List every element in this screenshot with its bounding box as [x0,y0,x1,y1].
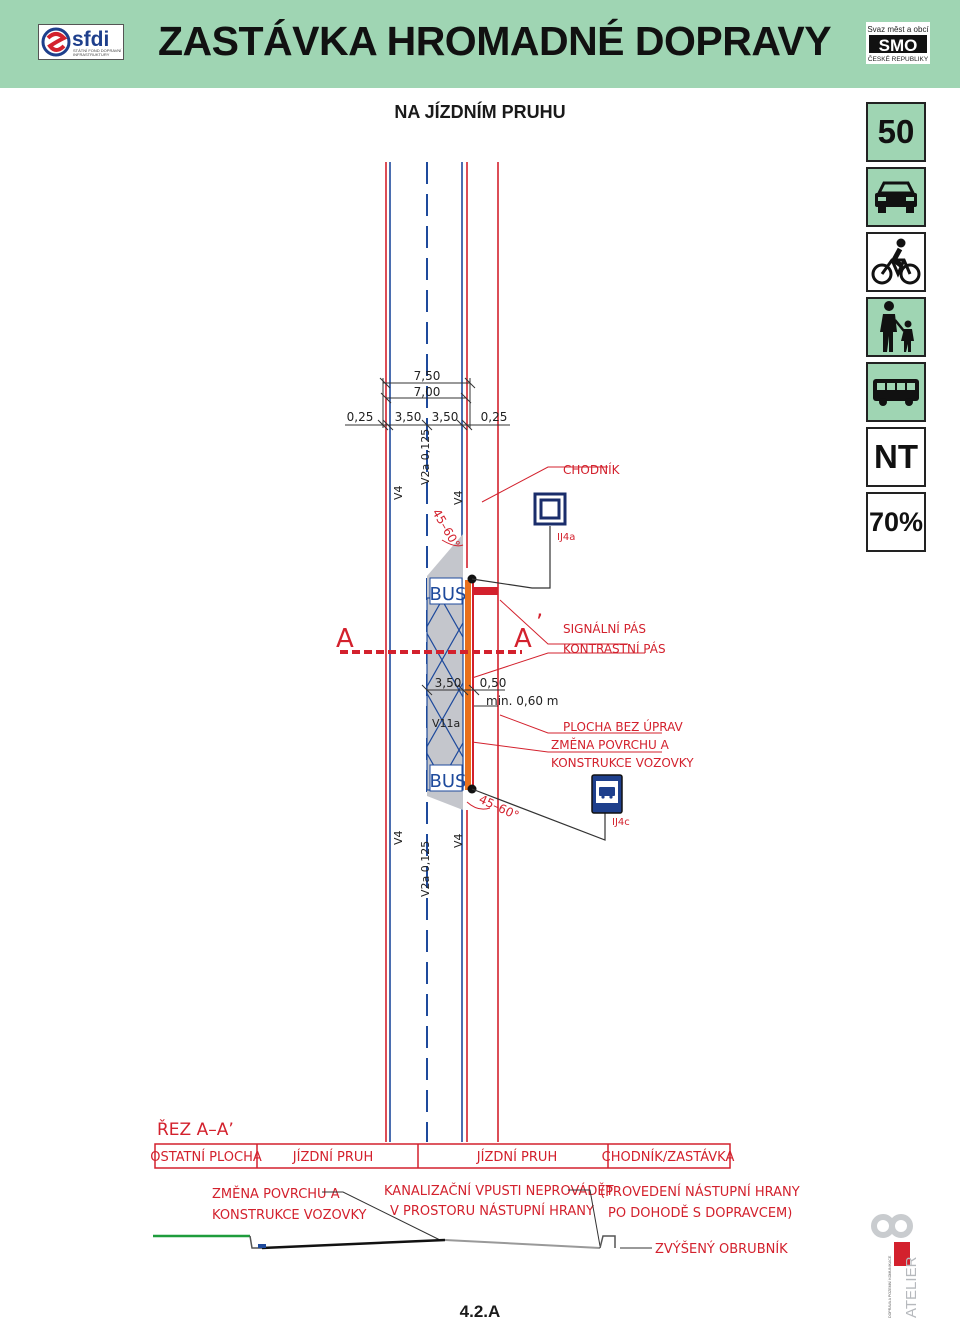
atelier-subtext: DOPRAVA A POZEMNÍ KOMUNIKACE [888,1255,892,1318]
sidebar-pictograms: 50 [866,102,930,557]
dim-edge-right: 0,25 [481,410,508,424]
label-signalni: SIGNÁLNÍ PÁS [563,621,646,636]
bus-marking-top: BUS [430,584,467,605]
page-title: ZASTÁVKA HROMADNÉ DOPRAVY [158,18,832,64]
mark-v4-left-bottom: V4 [392,830,405,845]
bus-bay-hatching [426,597,464,791]
dimension-lines [345,377,510,431]
section-header-table [154,1143,731,1169]
bus-marking-bottom-bg [429,764,463,792]
dim-platform: 0,50 [480,676,507,690]
sfdi-logo: sfdi STÁTNÍ FOND DOPRAVNÍ INFRASTRUKTURY [38,24,124,60]
speed-limit-value: 50 [877,113,915,150]
section-col-pruh-1: JÍZDNÍ PRUH [292,1149,373,1165]
note-zmena-1: ZMĚNA POVRCHU A [212,1186,340,1202]
signal-strip [473,587,498,595]
bus-marking-top-bg [429,577,463,605]
note-kanal-1: KANALIZAČNÍ VPUSTI NEPROVÁDĚT [384,1183,614,1199]
mark-v4-right-top: V4 [452,490,465,505]
smo-logo-bottom: ČESKÉ REPUBLIKY [868,54,929,63]
car-icon [875,181,917,213]
dim-total-inner: 7,00 [414,385,441,399]
sign-ij4a-label: IJ4a [557,532,575,543]
dim-total-outer: 7,50 [414,369,441,383]
nt-box: NT [866,427,926,487]
section-title: ŘEZ A–A’ [157,1118,234,1140]
label-zmena-2: KONSTRUKCE VOZOVKY [551,756,694,770]
note-obrubnik: ZVÝŠENÝ OBRUBNÍK [655,1241,788,1257]
atelier-text: ATELIER [903,1256,920,1318]
label-plocha: PLOCHA BEZ ÚPRAV [563,719,684,734]
figure-number: 4.2.A [459,1302,501,1321]
note-zmena-2: KONSTRUKCE VOZOVKY [212,1208,367,1223]
smo-logo: Svaz měst a obcí SMO ČESKÉ REPUBLIKY [866,22,930,64]
atelier-logo: ATELIER DOPRAVA A POZEMNÍ KOMUNIKACE [870,1208,920,1318]
section-a-prime: A [514,624,532,654]
bus-marking-bottom: BUS [430,771,467,792]
section-col-pruh-2: JÍZDNÍ PRUH [476,1149,557,1165]
section-col-ostatni: OSTATNÍ PLOCHA [150,1149,262,1165]
cyclist-icon [871,238,921,285]
label-kontrastni: KONTRASTNÍ PÁS [563,641,666,656]
speed-limit-box: 50 [866,102,926,162]
pedestrian-box [866,297,926,357]
dim-lane-right: 3,50 [432,410,459,424]
nt-label: NT [874,438,918,475]
smo-logo-mid: SMO [879,36,918,55]
dim-min: min. 0,60 m [486,694,558,708]
mark-v4-right-bottom: V4 [452,833,465,848]
section-leader-lines [322,1189,652,1249]
section-a-prime-mark: ’ [536,611,543,636]
page-subtitle: NA JÍZDNÍM PRUHU [394,102,566,122]
mark-v2a-top: V2a 0,125 [419,429,432,485]
v11a-label: V11a [432,717,460,730]
angle-arcs [441,539,491,810]
label-chodnik: CHODNÍK [563,462,621,477]
section-a: A [336,624,354,654]
note-proved-2: PO DOHODĚ S DOPRAVCEM) [608,1205,792,1221]
section-col-chodnik: CHODNÍK/ZASTÁVKA [602,1149,735,1165]
cross-section-profile [153,1234,616,1250]
bus-box [866,362,926,422]
sign-leader-lines [471,526,606,841]
contrast-strip [465,580,471,790]
mark-v2a-bottom: V2a 0,125 [419,841,432,897]
dim-bay: 3,50 [435,676,462,690]
note-proved-1: (PROVEDENÍ NÁSTUPNÍ HRANY [600,1184,800,1200]
angle-label-bottom: 45–60° [477,792,521,823]
cyclist-box [866,232,926,292]
bay-dimension-lines [421,684,505,707]
mark-v4-left-top: V4 [392,485,405,500]
sign-ij4a-icon [533,492,567,526]
sign-ij4c-icon [591,774,623,814]
header-band: sfdi STÁTNÍ FOND DOPRAVNÍ INFRASTRUKTURY… [0,0,960,88]
bus-icon [873,379,919,406]
angle-label-top: 45–60° [429,507,462,551]
sfdi-emblem-icon [41,27,71,57]
dim-edge-left: 0,25 [347,410,374,424]
label-zmena-1: ZMĚNA POVRCHU A [551,737,670,752]
sign-ij4c-label: IJ4c [612,817,630,828]
dim-lane-left: 3,50 [395,410,422,424]
pedestrian-icon [880,301,914,352]
car-box [866,167,926,227]
note-kanal-2: V PROSTORU NÁSTUPNÍ HRANY [390,1203,594,1219]
percent-box: 70% [866,492,926,552]
smo-logo-top: Svaz měst a obcí [867,25,929,34]
sfdi-logo-text: sfdi [72,28,110,51]
sfdi-logo-subtext: STÁTNÍ FOND DOPRAVNÍ INFRASTRUKTURY [73,48,122,57]
atelier-emblem-icon: ATELIER DOPRAVA A POZEMNÍ KOMUNIKACE [871,1214,920,1318]
leader-lines [471,466,662,753]
percent-label: 70% [868,506,924,537]
